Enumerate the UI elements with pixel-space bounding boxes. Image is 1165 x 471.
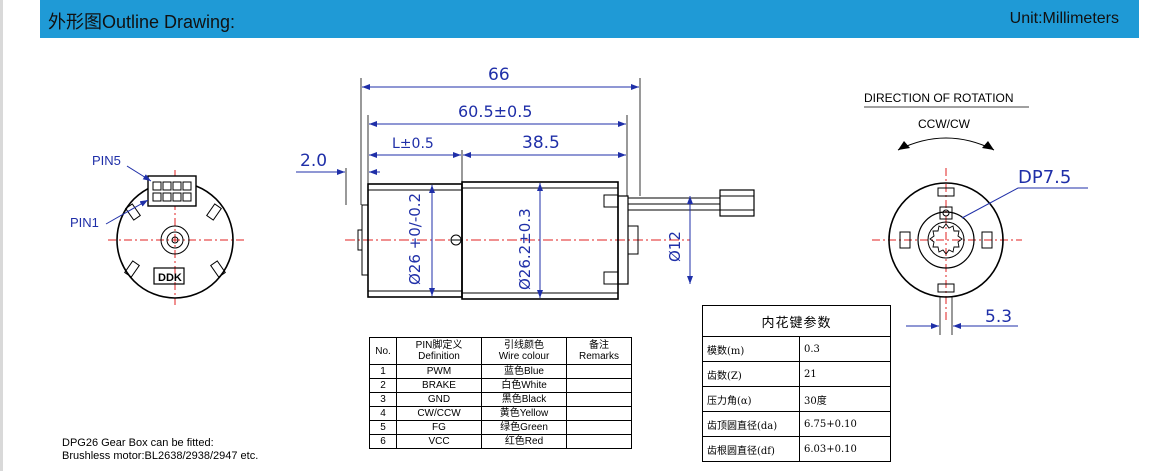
front-view: PIN5 PIN1 DDK (70, 153, 245, 305)
table-row: 模数(m)0.3 (702, 336, 891, 362)
rotation-direction: CCW/CW (918, 117, 971, 131)
table-row: 齿顶圆直径(da)6.75+0.10 (702, 411, 891, 437)
cell-remarks (566, 378, 632, 393)
dim-motor-length: 38.5 (522, 133, 560, 153)
pin-definition-table: No. PIN脚定义 Definition 引线颜色 Wire colour 备… (369, 337, 632, 449)
cell-remarks (566, 434, 632, 449)
dp-label: DP7.5 (1018, 167, 1071, 188)
col-header-remarks: 备注 Remarks (566, 337, 632, 365)
cell-remarks (566, 364, 632, 379)
pin5-label: PIN5 (92, 153, 121, 168)
cell-definition: GND (396, 392, 482, 407)
col-header-no: No. (369, 337, 397, 365)
cell-remarks (566, 406, 632, 421)
cell-wire: 白色White (481, 378, 567, 393)
cell-definition: PWM (396, 364, 482, 379)
cell-wire: 黑色Black (481, 392, 567, 407)
note-line-2: Brushless motor:BL2638/2938/2947 etc. (62, 450, 259, 462)
spline-table-title: 内花键参数 (702, 305, 891, 337)
param-name: 模数(m) (702, 336, 800, 362)
col-header-wire-colour: 引线颜色 Wire colour (481, 337, 567, 365)
table-caption-row: 内花键参数 (702, 305, 891, 337)
unit-label: Unit:Millimeters (1009, 10, 1119, 27)
section-title: 外形图Outline Drawing: (48, 12, 236, 32)
param-name: 齿根圆直径(df) (702, 436, 800, 462)
param-name: 齿数(Z) (702, 361, 800, 387)
dim-gearbox-length: L±0.5 (392, 136, 434, 152)
col-header-definition: PIN脚定义 Definition (396, 337, 482, 365)
cell-wire: 红色Red (481, 434, 567, 449)
side-view: 66 60.5±0.5 L±0.5 38.5 2.0 Ø26 +0/-0.2 Ø… (296, 65, 755, 300)
spline-parameter-table: 内花键参数 模数(m)0.3 齿数(Z)21 压力角(α)30度 齿顶圆直径(d… (702, 305, 891, 462)
section-header: 外形图Outline Drawing: Unit:Millimeters (40, 0, 1139, 38)
table-header-row: No. PIN脚定义 Definition 引线颜色 Wire colour 备… (369, 337, 632, 365)
param-value: 21 (799, 361, 891, 387)
cell-wire: 绿色Green (481, 420, 567, 435)
table-row: 齿根圆直径(df)6.03+0.10 (702, 436, 891, 462)
dim-endcap-diameter: Ø12 (666, 231, 684, 262)
dim-key-offset: 5.3 (985, 307, 1012, 327)
compatibility-note: DPG26 Gear Box can be fitted: Brushless … (62, 437, 258, 463)
dim-gearbox-diameter: Ø26 +0/-0.2 (406, 193, 424, 285)
cell-no: 6 (369, 434, 397, 449)
table-row: 齿数(Z)21 (702, 361, 891, 387)
param-name: 齿顶圆直径(da) (702, 411, 800, 437)
cell-definition: VCC (396, 434, 482, 449)
cell-remarks (566, 420, 632, 435)
cell-definition: FG (396, 420, 482, 435)
cell-no: 3 (369, 392, 397, 407)
cell-no: 4 (369, 406, 397, 421)
cell-definition: CW/CCW (396, 406, 482, 421)
cell-wire: 蓝色Blue (481, 364, 567, 379)
left-border (0, 0, 3, 471)
cell-remarks (566, 392, 632, 407)
param-value: 6.75+0.10 (799, 411, 891, 437)
cell-definition: BRAKE (396, 378, 482, 393)
logo-ddk: DDK (158, 272, 182, 284)
cell-wire: 黄色Yellow (481, 406, 567, 421)
rear-view: DIRECTION OF ROTATION CCW/CW DP7.5 5.3 (864, 91, 1088, 335)
table-row: 压力角(α)30度 (702, 386, 891, 412)
param-value: 6.03+0.10 (799, 436, 891, 462)
rotation-title: DIRECTION OF ROTATION (864, 91, 1014, 105)
param-value: 30度 (799, 386, 891, 412)
dim-shaft-offset: 2.0 (300, 151, 327, 171)
cell-no: 5 (369, 420, 397, 435)
dim-overall-length: 66 (488, 65, 510, 85)
param-value: 0.3 (799, 336, 891, 362)
cell-no: 1 (369, 364, 397, 379)
note-line-1: DPG26 Gear Box can be fitted: (62, 437, 214, 449)
param-name: 压力角(α) (702, 386, 800, 412)
dim-motor-diameter: Ø26.2±0.3 (516, 208, 534, 290)
pin1-label: PIN1 (70, 215, 99, 230)
dim-body-length: 60.5±0.5 (458, 102, 532, 121)
cell-no: 2 (369, 378, 397, 393)
